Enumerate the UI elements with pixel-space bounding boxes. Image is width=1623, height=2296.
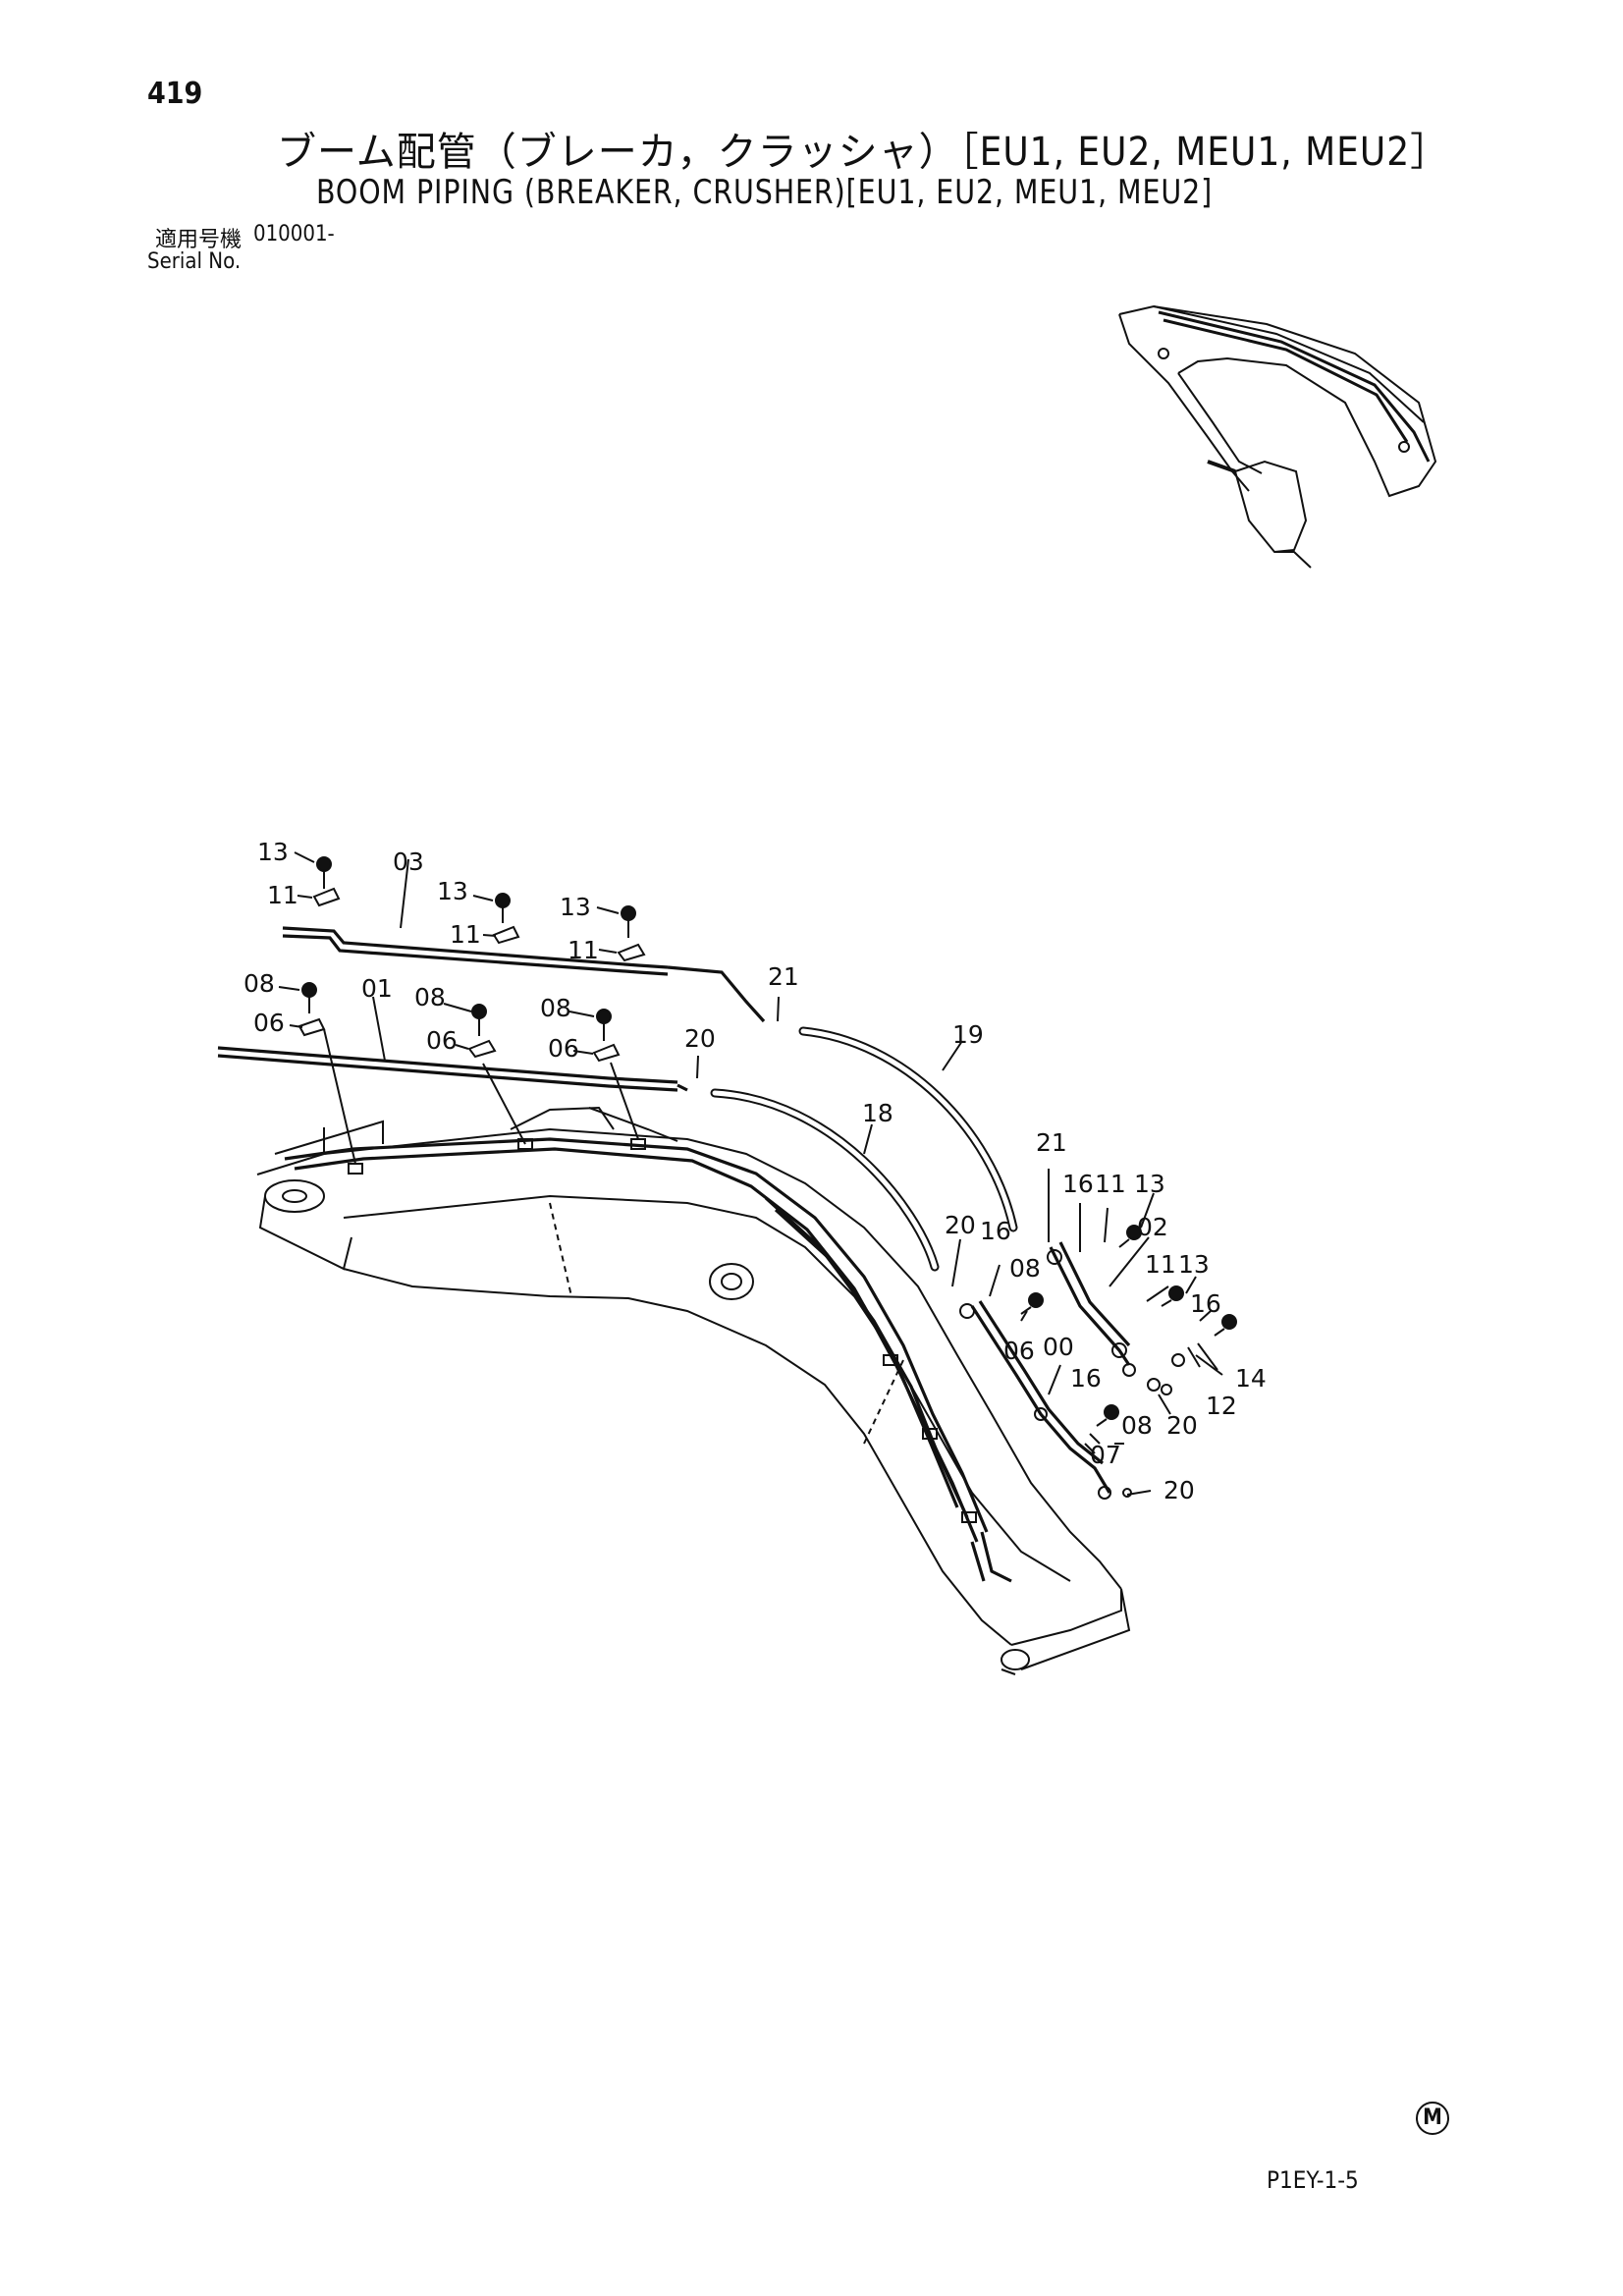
hose-18 — [710, 1088, 940, 1272]
callout-16: 16 — [1062, 1170, 1094, 1198]
title-japanese: ブーム配管（ブレーカ，クラッシャ）［EU1, EU2, MEU1, MEU2］ — [277, 130, 1451, 175]
callout-20: 20 — [1163, 1476, 1195, 1504]
pipe-03 — [282, 926, 766, 1023]
callout-16: 16 — [1070, 1364, 1102, 1393]
boom-structure — [256, 1106, 1131, 1675]
callout-08: 08 — [1121, 1411, 1153, 1440]
leader-lines — [278, 851, 1223, 1496]
callout-06: 06 — [548, 1034, 579, 1063]
pipes-right-end — [970, 1241, 1131, 1494]
callout-labels: 13 11 03 13 11 13 11 08 01 06 08 06 08 0… — [243, 838, 1267, 1504]
callout-20: 20 — [684, 1024, 716, 1053]
callout-03: 03 — [393, 847, 424, 876]
hose-19 — [798, 1026, 1018, 1232]
callout-16: 16 — [1190, 1289, 1221, 1318]
callout-11: 11 — [1145, 1250, 1176, 1279]
callout-02: 02 — [1137, 1213, 1168, 1241]
inset-boom-breaker-illustration — [1118, 304, 1437, 569]
callout-18: 18 — [862, 1099, 893, 1127]
callout-06: 06 — [1003, 1337, 1035, 1365]
callout-16: 16 — [980, 1217, 1011, 1245]
callout-11: 11 — [568, 936, 599, 964]
callout-20: 20 — [945, 1211, 976, 1239]
callout-08: 08 — [540, 994, 571, 1022]
callout-13: 13 — [1178, 1250, 1210, 1279]
callout-06: 06 — [426, 1026, 458, 1055]
callout-08: 08 — [414, 983, 446, 1011]
fittings-right-end — [959, 1249, 1185, 1500]
bolts-and-clamps — [298, 856, 1237, 1427]
callout-13: 13 — [560, 893, 591, 921]
callout-11: 11 — [267, 881, 298, 909]
callout-08: 08 — [243, 969, 275, 998]
callout-11: 11 — [450, 920, 481, 949]
pipe-01 — [217, 1046, 688, 1092]
callout-21: 21 — [768, 962, 799, 991]
boom-pipes — [284, 1137, 1012, 1583]
callout-19: 19 — [952, 1020, 984, 1049]
callout-14: 14 — [1235, 1364, 1267, 1393]
serial-label-english: Serial No. — [147, 249, 242, 274]
serial-value: 010001- — [253, 222, 335, 246]
callout-11: 11 — [1095, 1170, 1126, 1198]
callout-00: 00 — [1043, 1333, 1074, 1361]
callout-01: 01 — [361, 974, 393, 1003]
page-number: 419 — [147, 77, 203, 111]
callout-06: 06 — [253, 1009, 285, 1037]
callout-20: 20 — [1166, 1411, 1198, 1440]
callout-12: 12 — [1206, 1392, 1237, 1420]
mounting-lines — [323, 1028, 639, 1165]
title-english: BOOM PIPING (BREAKER, CRUSHER)[EU1, EU2,… — [316, 173, 1214, 212]
callout-13: 13 — [437, 877, 468, 905]
marking-circle-m: M — [1416, 2102, 1449, 2135]
callout-21: 21 — [1036, 1128, 1067, 1157]
callout-07: 07 — [1090, 1441, 1121, 1469]
serial-label-japanese: 適用号機 — [155, 228, 243, 252]
callout-08: 08 — [1009, 1254, 1041, 1283]
page-code: P1EY-1-5 — [1267, 2166, 1359, 2194]
callout-13: 13 — [1134, 1170, 1165, 1198]
callout-13: 13 — [257, 838, 289, 866]
